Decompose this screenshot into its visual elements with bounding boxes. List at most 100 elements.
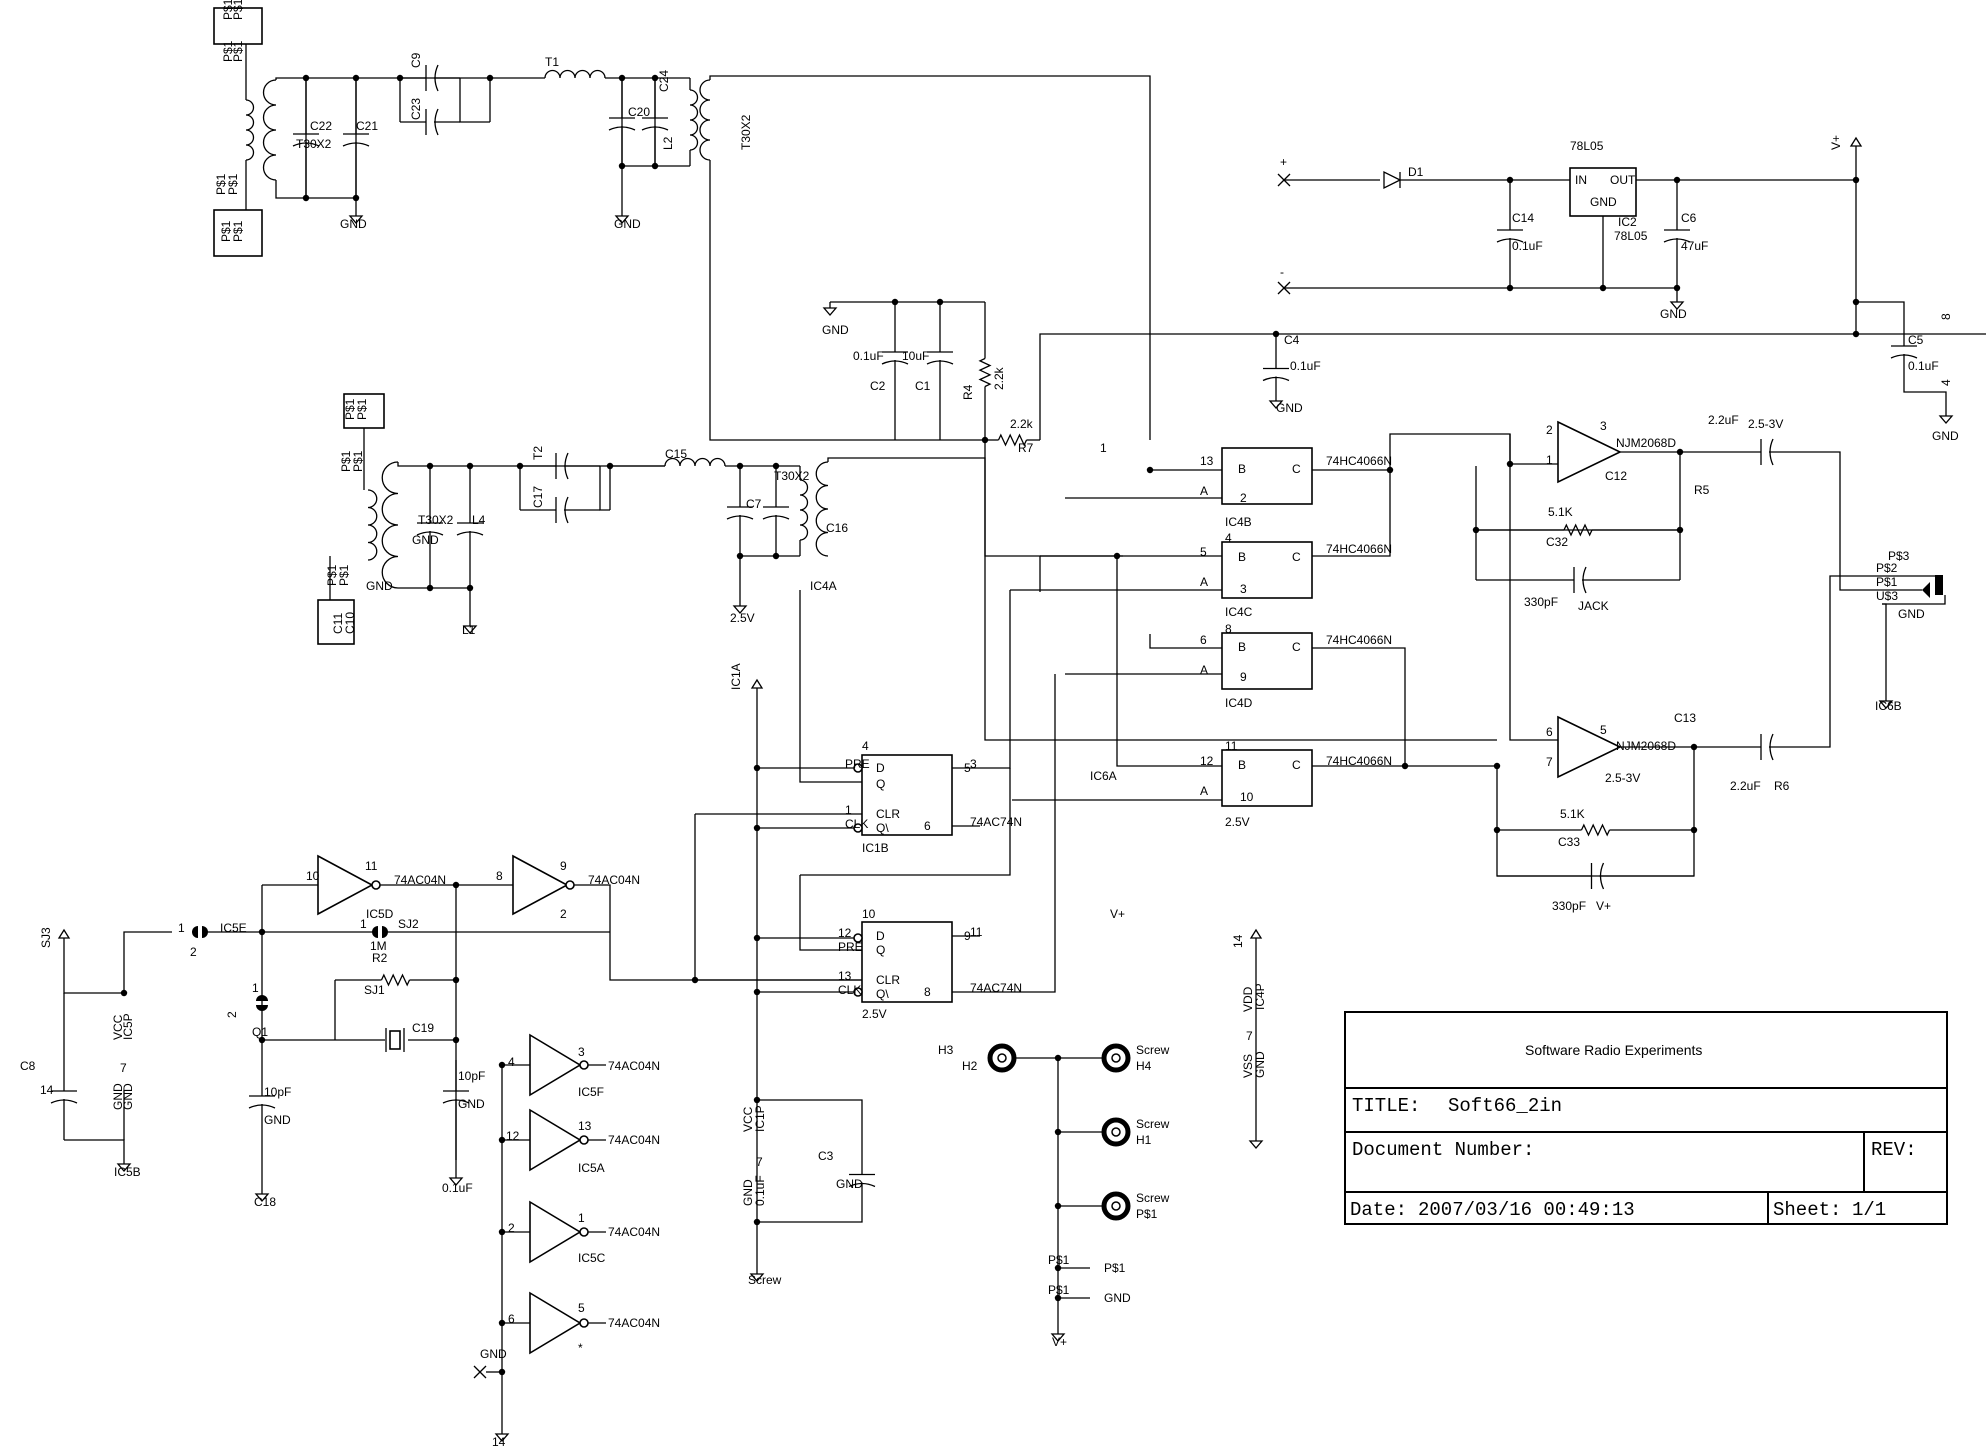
analog-switch xyxy=(1221,632,1313,690)
component-label: 5 xyxy=(1200,545,1207,559)
ground-symbol xyxy=(732,605,748,614)
component-label: IC1P xyxy=(753,1105,767,1132)
component-label: T2 xyxy=(531,446,545,460)
junction-dot xyxy=(891,298,899,306)
component-label: H2 xyxy=(962,1059,978,1073)
component-symbols xyxy=(50,7,1954,1442)
component-label: 2.2uF xyxy=(1730,779,1761,793)
component-label: P$1 xyxy=(221,0,235,20)
junction-dot xyxy=(352,194,360,202)
component-label: GND xyxy=(1898,607,1925,621)
component-label: 5 xyxy=(1600,723,1607,737)
capacitor xyxy=(881,360,909,365)
component-label: 1 xyxy=(845,803,852,817)
ground-symbol xyxy=(462,625,478,634)
power-symbol xyxy=(57,928,71,939)
capacitor xyxy=(926,360,954,365)
junction-dot xyxy=(1599,284,1607,292)
junction-dot xyxy=(1054,1202,1062,1210)
component-label: 330pF xyxy=(1524,595,1558,609)
component-label: Q\ xyxy=(876,987,889,1001)
component-label: R6 xyxy=(1774,779,1790,793)
component-label: P$1 xyxy=(231,0,245,20)
component-label: GND xyxy=(822,323,849,337)
component-label: 0.1uF xyxy=(853,349,884,363)
component-label: JACK xyxy=(1578,599,1609,613)
component-label: P$3 xyxy=(1888,549,1910,563)
component-label: IC6A xyxy=(1090,769,1117,783)
component-label: VDD xyxy=(1241,986,1255,1012)
component-label: 8 xyxy=(1225,622,1232,636)
component-label: GND xyxy=(1253,1051,1267,1078)
ground-symbol xyxy=(749,1273,765,1282)
capacitor xyxy=(726,515,754,520)
component-label: U$3 xyxy=(1876,589,1898,603)
component-label: 7 xyxy=(120,1061,127,1075)
component-label: C18 xyxy=(254,1195,276,1209)
component-label: H4 xyxy=(1136,1059,1152,1073)
component-label: SJ2 xyxy=(398,917,419,931)
junction-dot xyxy=(302,194,310,202)
component-label: 0.1uF xyxy=(753,1175,767,1206)
junction-dot xyxy=(651,162,659,170)
component-label: C3 xyxy=(818,1149,834,1163)
ground-symbol xyxy=(1268,400,1284,409)
wire xyxy=(800,768,1011,876)
inductor-coil xyxy=(689,89,699,151)
resistor-R4 xyxy=(978,357,992,388)
component-label: 3 xyxy=(1240,582,1247,596)
component-label: D xyxy=(876,929,885,943)
solder-jumper xyxy=(256,995,268,1001)
ground-symbol xyxy=(1248,1140,1264,1149)
inductor-T2 xyxy=(664,457,726,467)
junction-dot xyxy=(618,74,626,82)
component-label: 2.5V xyxy=(862,1007,887,1021)
junction-dot xyxy=(1054,1054,1062,1062)
component-label: 4 xyxy=(508,1055,515,1069)
inverter-IC5C xyxy=(529,1291,582,1355)
component-label: 6 xyxy=(924,819,931,833)
component-label: 78L05 xyxy=(1570,139,1604,153)
ground-symbol xyxy=(254,1193,270,1202)
component-label: 12 xyxy=(838,926,852,940)
component-label: C xyxy=(1292,550,1301,564)
component-label: IC5F xyxy=(578,1085,604,1099)
wire xyxy=(1149,634,1222,649)
component-label: 4 xyxy=(1939,379,1953,386)
jack-U3 xyxy=(1922,582,1930,598)
junction-dot xyxy=(1852,330,1860,338)
component-label: P$1 xyxy=(219,220,233,242)
component-label: GND xyxy=(836,1177,863,1191)
inductor-coil xyxy=(815,461,829,557)
component-label: GND xyxy=(614,217,641,231)
capacitor xyxy=(641,126,669,131)
component-label: 13 xyxy=(578,1119,592,1133)
component-label: 1 xyxy=(1100,441,1107,455)
component-label: 2.2k xyxy=(992,366,1006,390)
wire xyxy=(1882,603,1887,695)
component-label: NJM2068D xyxy=(1616,739,1676,753)
component-label: CLK xyxy=(838,983,861,997)
component-label: 10 xyxy=(306,869,320,883)
junction-dot xyxy=(1054,1128,1062,1136)
junction-dot xyxy=(352,74,360,82)
component-label: GND xyxy=(1590,195,1617,209)
component-label: 330pF xyxy=(1552,899,1586,913)
capacitor xyxy=(762,515,790,520)
resistor-R5 xyxy=(1563,523,1593,537)
component-label: 2 xyxy=(508,1221,515,1235)
rev-label: REV: xyxy=(1871,1139,1917,1161)
component-label: 7 xyxy=(756,1155,763,1169)
junction-dot xyxy=(1673,284,1681,292)
capacitor xyxy=(848,1182,876,1188)
power-symbol xyxy=(750,678,764,689)
component-label: 47uF xyxy=(1681,239,1708,253)
component-label: 5 xyxy=(964,761,971,775)
crystal-Q1 xyxy=(389,1030,401,1050)
junction-dot xyxy=(1690,826,1698,834)
junction-dot xyxy=(753,1218,761,1226)
component-label: GND xyxy=(340,217,367,231)
component-label: SJ3 xyxy=(39,927,53,948)
capacitor xyxy=(342,142,370,147)
